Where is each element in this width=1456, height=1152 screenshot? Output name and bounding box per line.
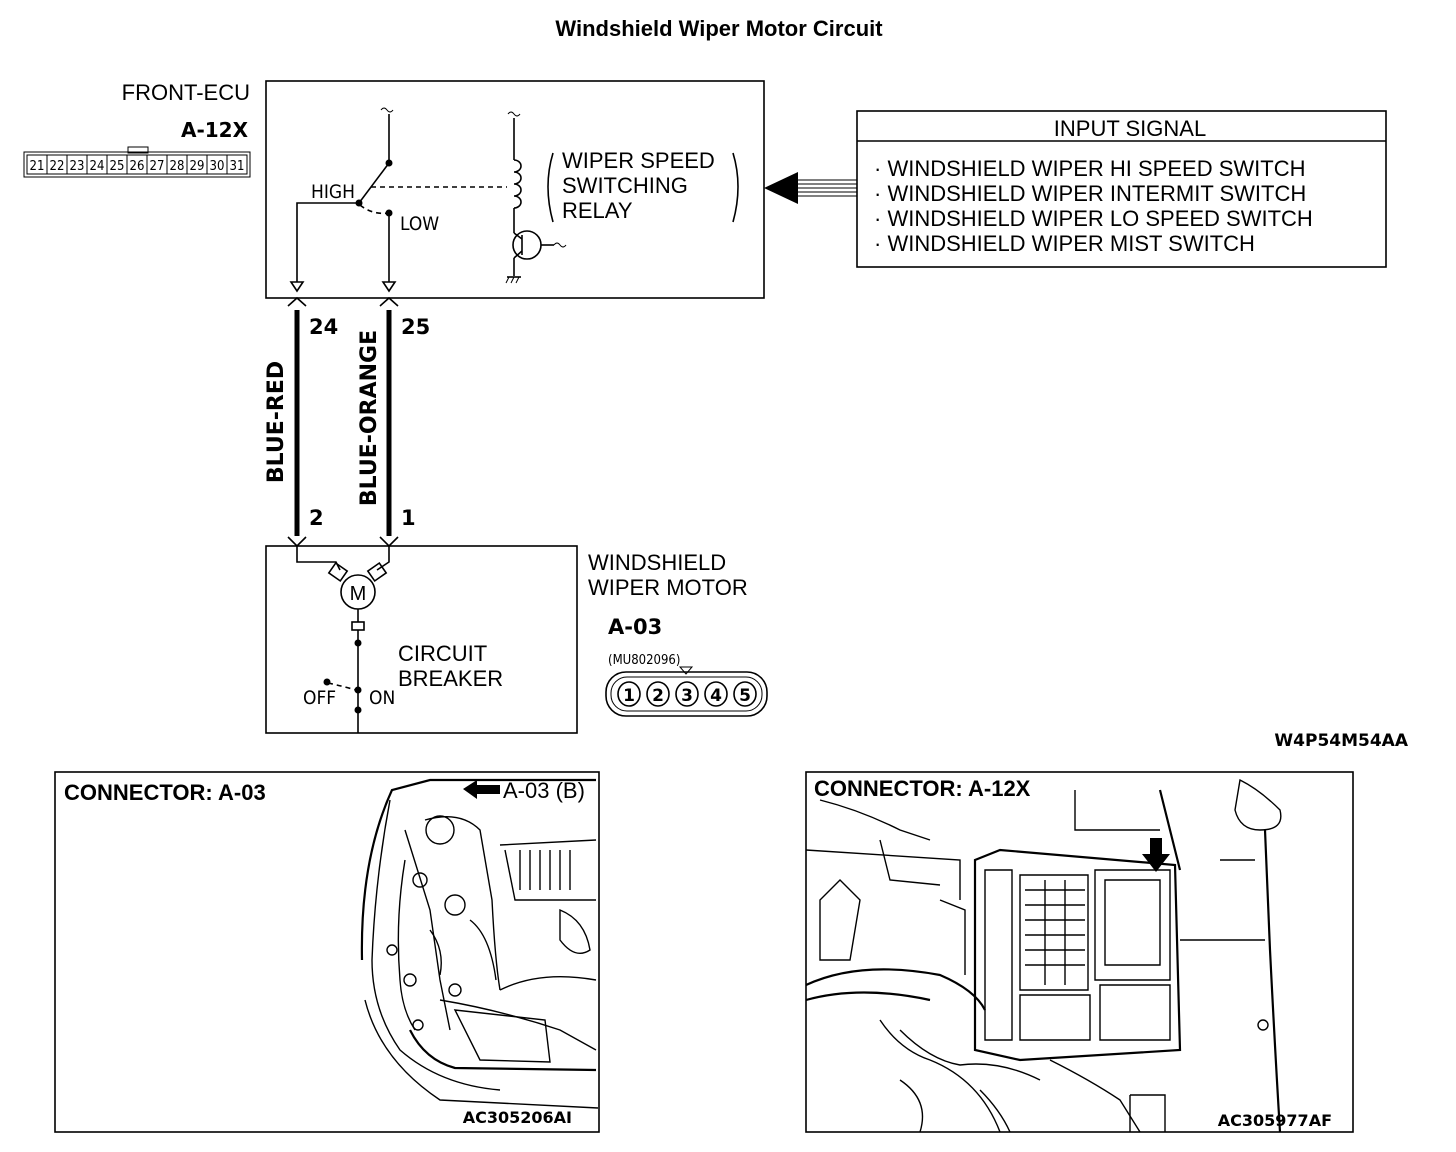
input-signal-arrow bbox=[764, 172, 857, 204]
ecu-connector-pin: 27 bbox=[150, 159, 165, 174]
connector-a03-panel bbox=[54, 771, 600, 1133]
ecu-connector-pin: 31 bbox=[230, 159, 245, 174]
relay-label-line-3: RELAY bbox=[562, 198, 633, 223]
connector-callout-label: A-03 (B) bbox=[503, 778, 585, 803]
input-signal-box bbox=[856, 110, 1387, 268]
ecu-connector-pin: 23 bbox=[70, 159, 85, 174]
wiper-motor-name-line-2: WIPER MOTOR bbox=[588, 575, 748, 600]
input-signal-item: · WINDSHIELD WIPER INTERMIT SWITCH bbox=[874, 181, 1306, 206]
relay-coil-symbol bbox=[507, 111, 522, 233]
ecu-connector-pin: 28 bbox=[170, 159, 185, 174]
front-ecu-label: FRONT-ECU bbox=[122, 80, 250, 105]
relay-label-line-2: SWITCHING bbox=[562, 173, 688, 198]
breaker-label-line-1: CIRCUIT bbox=[398, 641, 487, 666]
ecu-connector-pin-strip: 21 22 23 24 25 26 27 28 29 30 31 bbox=[23, 146, 251, 178]
input-signal-item: · WINDSHIELD WIPER LO SPEED SWITCH bbox=[874, 206, 1313, 231]
diagram-title: Windshield Wiper Motor Circuit bbox=[555, 16, 883, 41]
motor-connector-pin: 3 bbox=[681, 686, 693, 706]
relay-label-bracket-left bbox=[547, 152, 554, 223]
motor-connector-pin-socket bbox=[675, 681, 699, 707]
ecu-connector-pin: 22 bbox=[50, 159, 65, 174]
motor-connector-pin-socket bbox=[646, 681, 670, 707]
engine-bay-illustration-a03 bbox=[360, 778, 599, 1109]
motor-connector-pin: 1 bbox=[623, 686, 635, 706]
panel-image-code: AC305206AI bbox=[463, 1108, 572, 1127]
high-low-switch bbox=[289, 107, 507, 293]
motor-connector-id: A-03 bbox=[608, 615, 662, 639]
ecu-connector-pin: 29 bbox=[190, 159, 205, 174]
breaker-label-line-2: BREAKER bbox=[398, 666, 503, 691]
motor-connector-pin-socket bbox=[704, 681, 728, 707]
connector-callout-arrow bbox=[1142, 838, 1170, 872]
motor-symbol-letter: M bbox=[350, 583, 367, 605]
ecu-connector-pin: 24 bbox=[90, 159, 105, 174]
ecu-connector-id: A-12X bbox=[181, 118, 249, 142]
ecu-pin-number: 25 bbox=[401, 315, 430, 339]
panel-image-code: AC305977AF bbox=[1218, 1111, 1332, 1130]
ecu-connector-pin: 26 bbox=[130, 159, 145, 174]
wire-blue-red bbox=[287, 296, 307, 548]
motor-connector-pin-socket bbox=[733, 681, 757, 707]
motor-connector-pin: 4 bbox=[710, 686, 722, 706]
wire-color-label: BLUE-ORANGE bbox=[357, 330, 382, 506]
ecu-connector-pin: 30 bbox=[210, 159, 225, 174]
relay-label-line-1: WIPER SPEED bbox=[562, 148, 715, 173]
connector-callout-arrow bbox=[463, 780, 500, 799]
wire-blue-orange bbox=[379, 296, 399, 548]
motor-part-number: (MU802096) bbox=[608, 653, 680, 668]
diagram-code: W4P54M54AA bbox=[1274, 731, 1408, 751]
input-signal-item: · WINDSHIELD WIPER MIST SWITCH bbox=[874, 231, 1255, 256]
motor-pin-number: 2 bbox=[309, 506, 324, 530]
ecu-connector-pin: 25 bbox=[110, 159, 125, 174]
relay-label-bracket-right bbox=[732, 152, 739, 223]
low-label: LOW bbox=[400, 213, 439, 235]
breaker-off-label: OFF bbox=[303, 687, 336, 709]
front-ecu-box bbox=[265, 80, 765, 299]
input-signal-header: INPUT SIGNAL bbox=[1054, 116, 1206, 141]
motor-connector-pin: 5 bbox=[739, 686, 751, 706]
motor-connector-pin-socket bbox=[617, 681, 641, 707]
wiper-motor-name-line-1: WINDSHIELD bbox=[588, 550, 726, 575]
panel-title: CONNECTOR: A-12X bbox=[814, 776, 1031, 801]
wire-color-label: BLUE-RED bbox=[264, 361, 289, 483]
relay-driver-transistor bbox=[505, 230, 567, 284]
breaker-on-label: ON bbox=[369, 687, 395, 709]
input-signal-item: · WINDSHIELD WIPER HI SPEED SWITCH bbox=[874, 156, 1305, 181]
motor-pin-number: 1 bbox=[401, 506, 416, 530]
connector-a12x-panel bbox=[805, 771, 1354, 1133]
engine-bay-illustration-a12x bbox=[805, 778, 1282, 1133]
wiper-motor-box bbox=[265, 545, 578, 734]
ecu-connector-pin: 21 bbox=[30, 159, 45, 174]
high-label: HIGH bbox=[311, 181, 355, 203]
motor-connector-pin: 2 bbox=[652, 686, 664, 706]
motor-symbol bbox=[296, 546, 390, 733]
ecu-pin-number: 24 bbox=[309, 315, 338, 339]
panel-title: CONNECTOR: A-03 bbox=[64, 780, 266, 805]
